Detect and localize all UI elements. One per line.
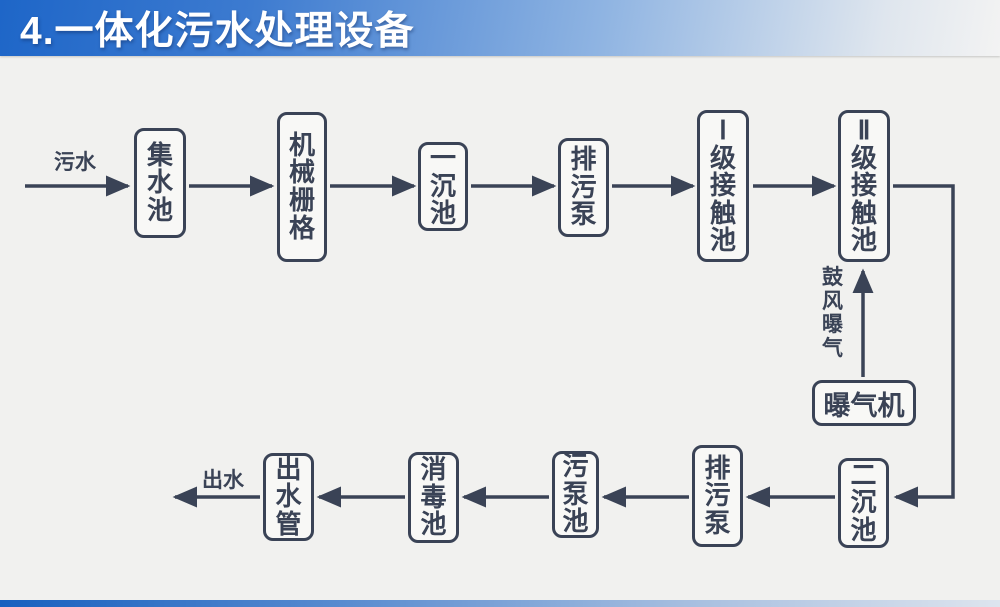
node-label: 出水管	[275, 453, 302, 539]
aeration-label: 鼓风曝气	[822, 266, 843, 360]
node-sewage-pump-bottom: 排污泵	[692, 445, 743, 547]
node-label: 排污泵	[704, 452, 731, 538]
page-title: 4.一体化污水处理设备	[20, 10, 415, 53]
node-label: 曝气机	[823, 390, 905, 421]
node-secondary-sedimentation-tank: 二沉池	[838, 458, 889, 548]
node-label: 一沉池	[429, 143, 456, 229]
node-primary-sedimentation-tank: 一沉池	[418, 142, 468, 231]
node-sewage-pump-tank: 污泵池	[552, 451, 599, 538]
node-label: 消毒池	[420, 454, 447, 540]
bottom-accent-bar	[0, 600, 1000, 607]
outflow-label: 出水	[202, 469, 244, 492]
node-label: 污泵池	[562, 451, 589, 537]
node-outlet-pipe: 出水管	[263, 453, 314, 541]
node-label: 机械栅格	[288, 129, 315, 243]
node-mechanical-screen: 机械栅格	[277, 112, 327, 262]
inflow-label: 污水	[54, 151, 96, 174]
slide-title-bar: 4.一体化污水处理设备	[0, 0, 1000, 56]
node-disinfection-tank: 消毒池	[408, 452, 459, 543]
node-collection-tank: 集水池	[134, 128, 186, 238]
node-label: 二沉池	[850, 459, 877, 545]
node-sewage-pump-top: 排污泵	[558, 138, 609, 237]
node-aerator: 曝气机	[812, 380, 916, 426]
arrow-level2-to-secondary-elbow	[893, 184, 955, 508]
node-label: 集水池	[146, 139, 173, 225]
node-label: 排污泵	[570, 144, 597, 230]
